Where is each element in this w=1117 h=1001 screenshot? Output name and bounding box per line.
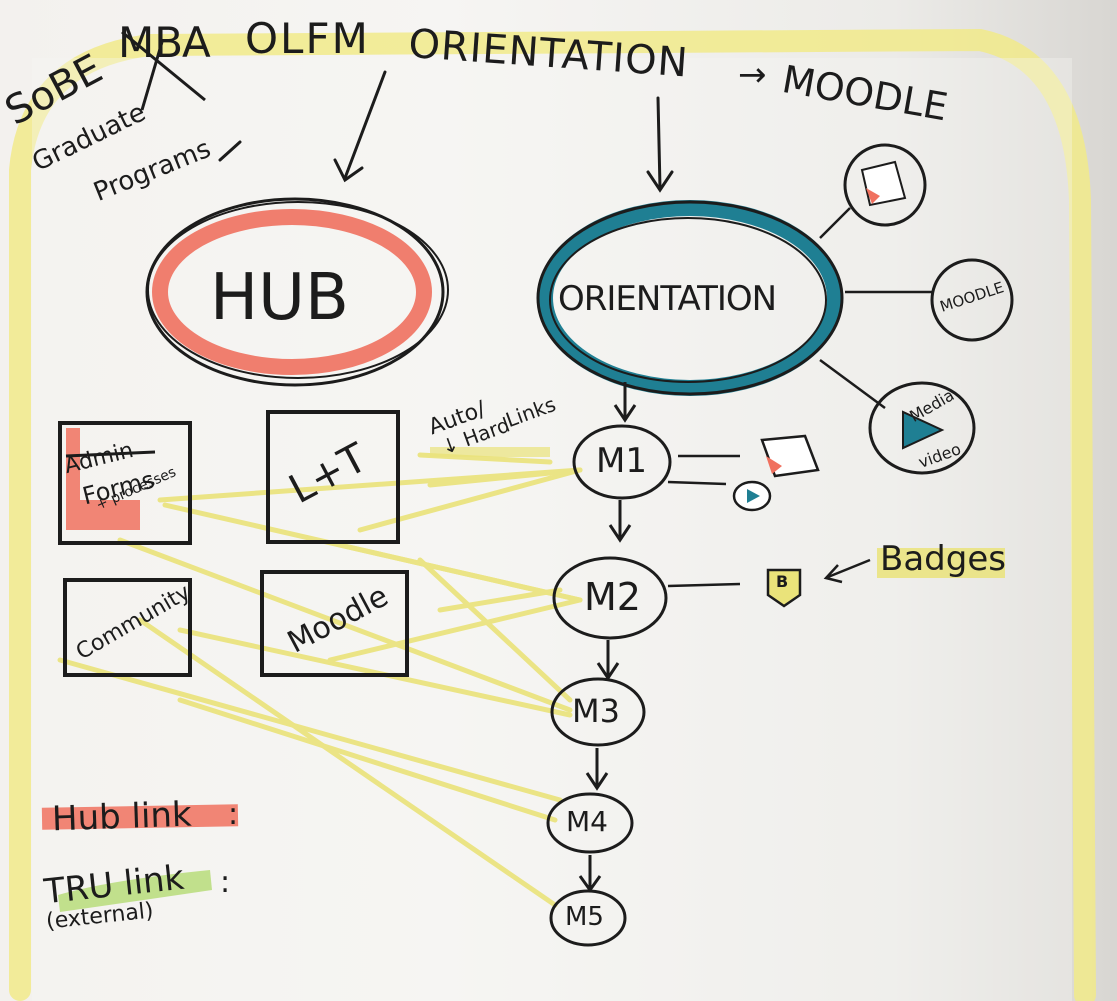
- header-arrows: [218, 70, 674, 193]
- legend-hub-link: Hub link: [51, 794, 193, 840]
- module-m1: M1: [596, 441, 647, 481]
- module-chain: [546, 382, 672, 947]
- legend-tru-swatch: [58, 870, 212, 912]
- satellite-connectors: [819, 207, 932, 410]
- orientation-ellipse: [536, 200, 844, 396]
- hub-box-forms: [58, 421, 192, 545]
- legend-tru-colon: :: [220, 865, 231, 900]
- legend-hub-colon: :: [228, 797, 239, 832]
- hub-box-moodle: [260, 570, 409, 677]
- yellow-link-lines: [57, 452, 583, 908]
- hub-label: HUB: [210, 261, 349, 335]
- module-m3: M3: [572, 692, 620, 730]
- paper-area: [32, 58, 1072, 1001]
- orientation-label: ORIENTATION: [558, 279, 777, 319]
- strike-marks: [65, 30, 206, 458]
- legend-hub-swatch: [41, 804, 239, 830]
- document-bubble: [843, 143, 927, 227]
- badges-label: Badges: [880, 539, 1006, 579]
- header-arrow: →: [738, 55, 767, 95]
- mba-struck-label: MB: [118, 18, 184, 67]
- media-bubble: [868, 381, 976, 475]
- auto-links-highlight: [430, 447, 550, 457]
- module-m2: M2: [584, 575, 641, 619]
- moodle-bubble: [930, 258, 1014, 342]
- hub-ellipse: [145, 197, 449, 387]
- yellow-border: [9, 28, 1096, 1001]
- mba-a-label: A: [182, 18, 211, 67]
- olfm-label: OLFM: [245, 14, 370, 63]
- module-m5: M5: [565, 902, 604, 932]
- module-m4: M4: [566, 805, 608, 838]
- play-icon: [902, 410, 945, 450]
- m2-badge: [667, 548, 1005, 608]
- m1-attachments: [667, 434, 820, 512]
- hub-box-community: [63, 578, 192, 677]
- badge-letter: B: [776, 572, 789, 591]
- hub-box-lt: [266, 410, 400, 544]
